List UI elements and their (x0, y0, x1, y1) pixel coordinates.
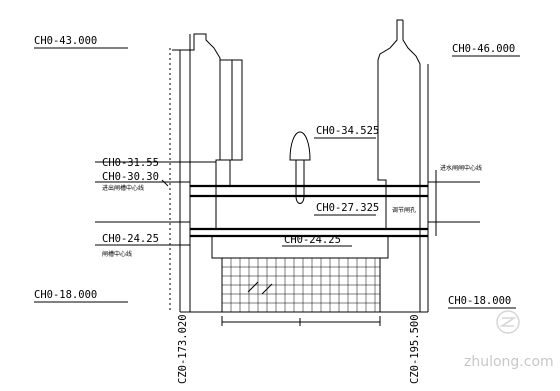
grid-arrow-1 (247, 281, 259, 293)
elev-top-right: CH0-46.000 (452, 43, 515, 55)
right-outer-outline (402, 20, 421, 312)
elev-27: CH0-27.325 (316, 202, 379, 214)
elev-30: CH0-30.30 (102, 171, 159, 183)
elev-31: CH0-31.55 (102, 157, 159, 169)
left-lower-block (211, 236, 223, 312)
elev-top-left: CH0-43.000 (34, 35, 97, 47)
note-left-low: 闸槽中心线 (102, 250, 132, 258)
leader-left (161, 179, 169, 187)
elev-24-left: CH0-24.25 (102, 233, 159, 245)
foundation-grid (221, 257, 381, 313)
note-left-mid: 进出闸槽中心线 (102, 184, 144, 192)
left-wall-outline (189, 33, 221, 196)
elev-24-center: CH0-24.25 (284, 234, 341, 246)
left-chamber (216, 159, 231, 186)
grid-lines (222, 258, 380, 312)
structure-outline (172, 19, 429, 326)
watermark: zhulong.com (464, 310, 554, 370)
grid-arrow-2 (261, 283, 273, 295)
elev-crest: CH0-34.525 (316, 125, 379, 137)
watermark-logo-icon (496, 310, 520, 334)
left-pier-outline (220, 59, 243, 161)
grid-arrows (247, 281, 273, 295)
note-center-gate: 调节闸孔 (392, 206, 416, 214)
right-lower-block (379, 236, 389, 312)
gate-shaft (289, 131, 311, 161)
elevation-lines (34, 47, 520, 312)
right-wall-outline (377, 19, 403, 196)
note-right-mid: 进水闸闸中心线 (440, 164, 482, 172)
station-left: CZ0-173.020 (177, 314, 189, 384)
elev-bottom-right: CH0-18.000 (448, 295, 511, 307)
station-right: CZ0-195.500 (409, 314, 421, 384)
elev-bottom-left: CH0-18.000 (34, 289, 97, 301)
labels: CH0-43.000 CH0-46.000 CH0-34.525 CH0-31.… (34, 35, 515, 384)
watermark-text: zhulong.com (464, 354, 554, 370)
